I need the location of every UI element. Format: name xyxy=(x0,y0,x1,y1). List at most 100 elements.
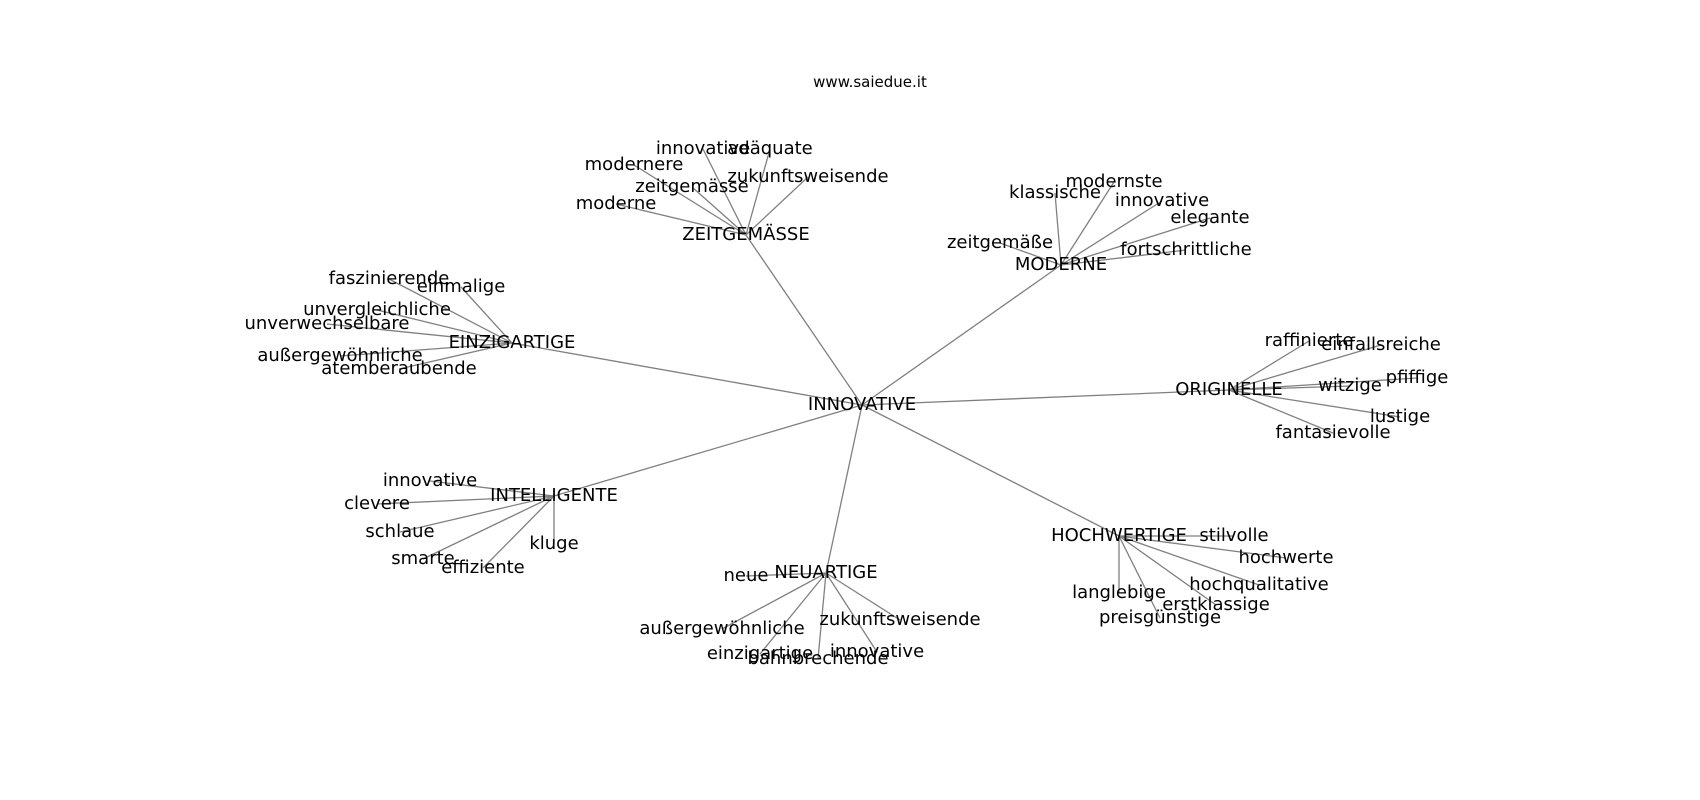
edge-intelligente-to-schlaue xyxy=(399,495,555,533)
leaf-node-innovative: innovative xyxy=(1115,190,1209,211)
leaf-node-modernste: modernste xyxy=(1065,171,1162,192)
edge-neuartige-to-innovative xyxy=(825,572,878,653)
edge-neuartige-to-einzigartige xyxy=(759,572,827,655)
leaf-node-aussergewoehnliche: außergewöhnliche xyxy=(639,618,804,639)
edge-neuartige-to-neue xyxy=(745,572,827,577)
root-node-label: INNOVATIVE xyxy=(808,394,916,415)
leaf-node-stilvolle: stilvolle xyxy=(1199,525,1268,546)
leaf-node-adaequate: adäquate xyxy=(727,138,812,159)
edge-moderne-to-fortschrittliche xyxy=(1060,249,1187,266)
edge-hochwertige-to-preisguenstige xyxy=(1118,535,1161,619)
leaf-node-kluge: kluge xyxy=(529,533,578,554)
leaf-node-faszinierende: faszinierende xyxy=(329,268,450,289)
label-layer: www.saiedue.it INNOVATIVE ZEITGEMÄSSE inno… xyxy=(244,73,1448,669)
leaf-node-langlebige: langlebige xyxy=(1072,582,1166,603)
leaf-node-hochwerte: hochwerte xyxy=(1238,547,1333,568)
group-node-einzigartige: EINZIGARTIGE xyxy=(449,332,576,353)
leaf-node-unverwechselbare: unverwechselbare xyxy=(244,313,409,334)
leaf-node-smarte: smarte xyxy=(391,548,454,569)
edge-einzigartige-to-faszinierende xyxy=(388,278,513,344)
leaf-node-zukunftsweisende: zukunftsweisende xyxy=(727,166,888,187)
edge-originelle-to-einfallsreiche xyxy=(1228,344,1382,391)
website-label: www.saiedue.it xyxy=(813,73,927,91)
edge-intelligente-to-effiziente xyxy=(482,495,555,569)
edge-root-to-zeitgemaesse xyxy=(745,234,863,406)
leaf-node-clevere: clevere xyxy=(344,493,410,514)
leaf-node-witzige: witzige xyxy=(1318,375,1382,396)
edge-originelle-to-lustige xyxy=(1228,389,1401,418)
edge-root-to-intelligente xyxy=(553,404,863,497)
edge-root-to-neuartige xyxy=(825,404,863,574)
leaf-node-einfallsreiche: einfallsreiche xyxy=(1321,334,1441,355)
edge-moderne-to-innovative xyxy=(1060,200,1163,266)
group-node-moderne: MODERNE xyxy=(1015,254,1107,275)
edge-moderne-to-klassische xyxy=(1054,192,1062,266)
edge-moderne-to-elegante xyxy=(1060,217,1211,266)
leaf-node-modernere: modernere xyxy=(585,154,684,175)
group-node-hochwertige: HOCHWERTIGE xyxy=(1051,525,1187,546)
leaf-node-unvergleichliche: unvergleichliche xyxy=(303,299,451,320)
edge-layer xyxy=(326,148,1418,660)
edge-intelligente-to-innovative xyxy=(429,480,555,497)
group-node-originelle: ORIGINELLE xyxy=(1175,379,1283,400)
leaf-node-raffinierte: raffinierte xyxy=(1265,330,1354,351)
edge-hochwertige-to-hochqualitative xyxy=(1118,535,1260,586)
leaf-node-einmalige: einmalige xyxy=(417,276,506,297)
leaf-node-pfiffige: pfiffige xyxy=(1386,367,1449,388)
leaf-node-zeitgemaesse: zeitgemässe xyxy=(635,176,748,197)
edge-neuartige-to-aussergewoehnliche xyxy=(721,572,827,630)
group-node-intelligente: INTELLIGENTE xyxy=(490,485,618,506)
leaf-node-einzigartige: einzigartige xyxy=(707,643,813,664)
leaf-node-klassische: klassische xyxy=(1009,182,1101,203)
leaf-node-bahnbrechende: bahnbrechende xyxy=(747,648,888,669)
leaf-node-preisguenstige: preisgünstige xyxy=(1099,607,1221,628)
edge-intelligente-to-clevere xyxy=(376,495,555,505)
edge-root-to-einzigartige xyxy=(511,342,863,406)
leaf-node-zukunftsweisende: zukunftsweisende xyxy=(819,609,980,630)
leaf-node-atemberaubende: atemberaubende xyxy=(321,358,476,379)
edge-root-to-moderne xyxy=(861,264,1062,406)
edge-hochwertige-to-hochwerte xyxy=(1118,535,1287,559)
edge-zeitgemaesse-to-zukunftsweisende xyxy=(745,176,809,236)
edge-einzigartige-to-unverwechselbare xyxy=(326,323,513,344)
edge-zeitgemaesse-to-moderne xyxy=(615,203,747,236)
edge-neuartige-to-bahnbrechende xyxy=(817,572,827,660)
leaf-node-effiziente: effiziente xyxy=(441,557,525,578)
edge-einzigartige-to-unvergleichliche xyxy=(376,309,513,344)
leaf-node-lustige: lustige xyxy=(1370,406,1430,427)
edge-einzigartige-to-aussergewoehnliche xyxy=(339,342,513,357)
edge-neuartige-to-zukunftsweisende xyxy=(825,572,901,621)
edge-zeitgemaesse-to-adaequate xyxy=(745,148,771,236)
edge-originelle-to-pfiffige xyxy=(1228,377,1418,391)
leaf-node-fantasievolle: fantasievolle xyxy=(1275,422,1390,443)
edge-originelle-to-fantasievolle xyxy=(1228,389,1334,434)
group-node-zeitgemaesse: ZEITGEMÄSSE xyxy=(682,224,809,245)
edge-einzigartige-to-atemberaubende xyxy=(398,342,513,370)
edge-originelle-to-raffinierte xyxy=(1228,340,1310,391)
leaf-node-elegante: elegante xyxy=(1170,207,1249,228)
edge-intelligente-to-smarte xyxy=(422,495,555,560)
edge-zeitgemaesse-to-innovative xyxy=(702,148,747,236)
leaf-node-neue: neue xyxy=(724,565,769,586)
leaf-node-innovative: innovative xyxy=(830,641,924,662)
leaf-node-zeitgemaesse: zeitgemäße xyxy=(947,232,1053,253)
edge-zeitgemaesse-to-modernere xyxy=(633,164,747,236)
leaf-node-hochqualitative: hochqualitative xyxy=(1189,574,1328,595)
edge-root-to-hochwertige xyxy=(861,404,1120,537)
edge-einzigartige-to-einmalige xyxy=(460,286,513,344)
edge-zeitgemaesse-to-zeitgemaesse xyxy=(691,186,747,236)
leaf-node-aussergewoehnliche: außergewöhnliche xyxy=(257,345,422,366)
edge-root-to-originelle xyxy=(861,389,1230,406)
leaf-node-innovative: innovative xyxy=(656,138,750,159)
edge-moderne-to-zeitgemaesse xyxy=(999,242,1062,266)
group-node-neuartige: NEUARTIGE xyxy=(774,562,877,583)
edge-moderne-to-modernste xyxy=(1060,181,1115,266)
leaf-node-schlaue: schlaue xyxy=(365,521,434,542)
edge-hochwertige-to-erstklassige xyxy=(1118,535,1217,606)
leaf-node-moderne: moderne xyxy=(576,193,657,214)
leaf-node-erstklassige: erstklassige xyxy=(1162,594,1270,615)
leaf-node-innovative: innovative xyxy=(383,470,477,491)
leaf-node-fortschrittliche: fortschrittliche xyxy=(1120,239,1251,260)
